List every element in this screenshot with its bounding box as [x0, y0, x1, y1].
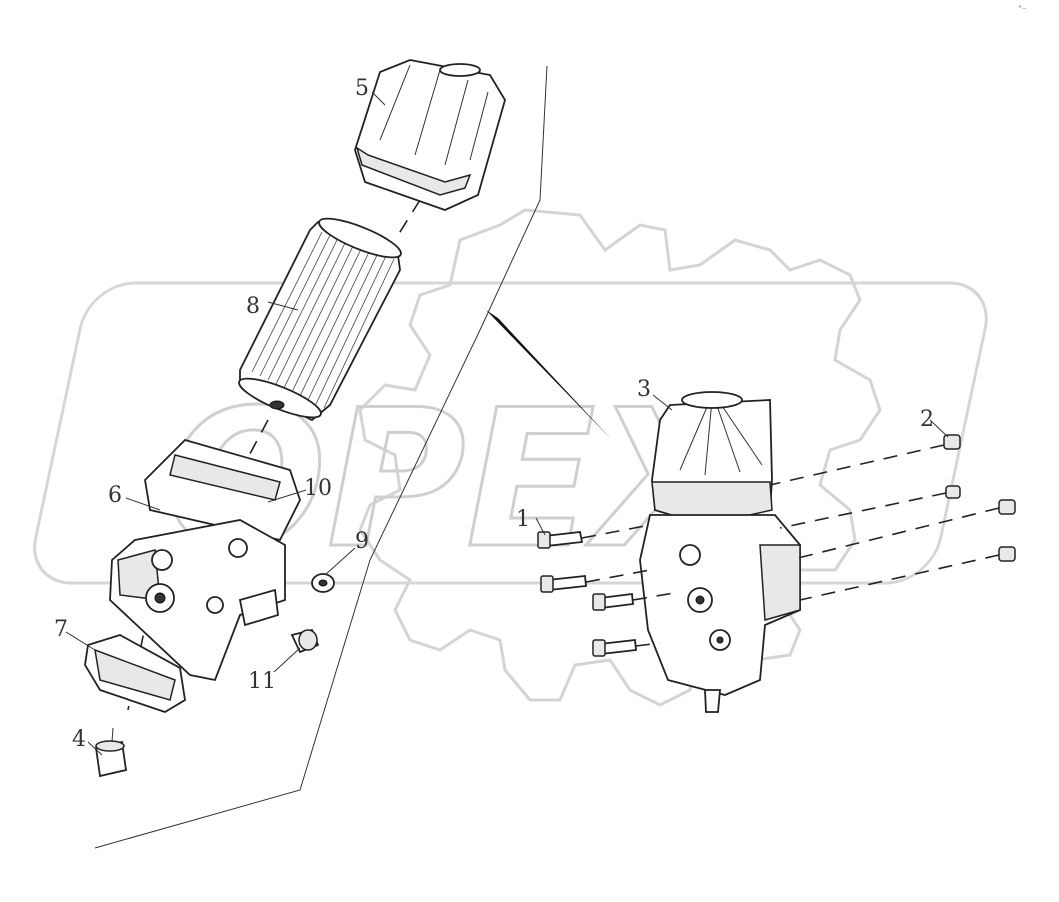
- part-9-seal-ring: [311, 573, 335, 593]
- part-6-housing-top: [144, 438, 301, 542]
- callout-3: 3: [637, 377, 651, 402]
- bolt-left-3-axis: [632, 591, 681, 601]
- nut-right-2-axis: [779, 492, 947, 529]
- callout-2: 2: [920, 407, 934, 432]
- part-4-drain-plug: [94, 727, 128, 778]
- nut-right-3: [998, 499, 1016, 515]
- callout-5: 5: [355, 76, 369, 101]
- callout-4: 4: [72, 727, 86, 752]
- callout-7: 7: [54, 617, 68, 642]
- part-11-plug: [290, 628, 320, 654]
- nut-right-2: [945, 485, 961, 499]
- nut-2-axis: [769, 444, 945, 486]
- callout-9: 9: [355, 529, 369, 554]
- detail-arrow: [486, 310, 612, 440]
- assembled-filter-unit: [639, 391, 801, 713]
- bolt-left-3: [592, 592, 634, 611]
- bolt-left-2: [540, 575, 587, 593]
- nut-right-3-axis: [789, 507, 1000, 561]
- part-5-cap: [354, 59, 506, 211]
- bolt-1-axis: [581, 524, 651, 539]
- nut-right-4-axis: [799, 554, 1000, 601]
- callout-10: 10: [304, 476, 332, 501]
- nut-2: [943, 434, 961, 450]
- leader-lines: [65, 91, 949, 756]
- section-divider-line: [94, 65, 548, 849]
- axis-line-upper: [394, 199, 421, 241]
- part-7-bottom-cover: [84, 634, 186, 713]
- callout-11: 11: [248, 669, 276, 694]
- callout-1: 1: [516, 507, 530, 532]
- bolt-1: [537, 531, 584, 549]
- watermark-badge: [33, 281, 988, 585]
- bolt-left-4-axis: [635, 642, 661, 647]
- bolt-left-4: [592, 639, 637, 657]
- callout-6: 6: [108, 483, 122, 508]
- callout-8: 8: [246, 294, 260, 319]
- nut-right-4: [998, 546, 1016, 562]
- filter-housing-body: [109, 519, 286, 682]
- bolt-left-2-axis: [585, 569, 651, 583]
- corner-mark: ˄⁻: [1018, 5, 1026, 14]
- part-8-filter-element: [238, 217, 402, 422]
